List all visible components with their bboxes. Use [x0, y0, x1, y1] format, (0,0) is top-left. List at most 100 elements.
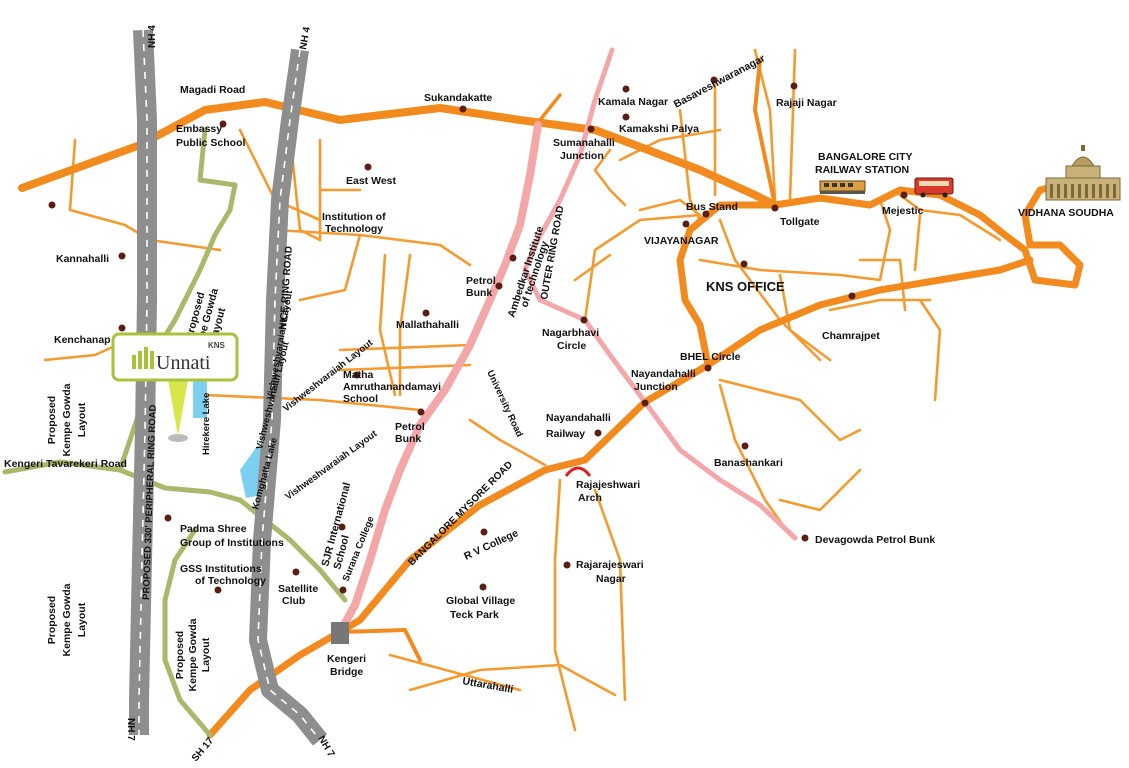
marker-petrol-bunk-1 [495, 282, 503, 290]
label-bhel-circle: BHEL Circle [680, 351, 741, 363]
label-chamrajpet: Chamrajpet [822, 330, 880, 342]
outer-ring-road [336, 47, 798, 636]
label-petrol-bunk-1b: Bunk [466, 287, 492, 299]
label-kamala-nagar: Kamala Nagar [598, 96, 668, 108]
label-banashankari: Banashankari [714, 457, 783, 469]
logo-name: Unnati [156, 352, 211, 374]
label-rajarajeswari-1: Rajarajeswari [576, 559, 644, 571]
marker-kamala-nagar [622, 85, 630, 93]
proposed-roads [2, 127, 348, 738]
unnati-bars-icon [132, 347, 154, 369]
marker-west [48, 201, 56, 209]
label-kempe1-c: Layout [76, 402, 88, 437]
kengeri-bridge-shape [331, 622, 349, 644]
logo-prefix: KNS [208, 341, 226, 350]
marker-nagarbhavi [580, 316, 588, 324]
label-embassy-1: Embassy [176, 123, 222, 135]
label-rajajeshwari-2: Arch [578, 492, 602, 504]
label-matha-3: School [343, 393, 378, 405]
label-matha-2: Amruthanandamayi [343, 381, 441, 393]
label-university-road: University Road [484, 369, 525, 439]
label-padma-1: Padma Shree [180, 523, 247, 535]
label-kengeri-tavarekeri: Kengeri Tavarekeri Road [4, 458, 127, 470]
label-kempe2-b: Kempe Gowda [61, 583, 73, 656]
marker-east-west [364, 163, 372, 171]
arch-icon [564, 466, 592, 477]
label-nh4-left: NH 4 [147, 25, 158, 48]
marker-rajarajeswari [563, 561, 571, 569]
marker-rv-college [480, 528, 488, 536]
label-east-west-1: East West [346, 175, 396, 187]
hirekere-lake-shape [193, 380, 207, 418]
label-rajarajeswari-2: Nagar [596, 573, 626, 585]
label-kengeri-bridge-2: Bridge [330, 666, 363, 678]
marker-surana [339, 586, 347, 594]
label-station-1: BANGALORE CITY [818, 151, 913, 163]
major-roads [18, 58, 1084, 739]
label-kengeri-bridge-1: Kengeri [327, 653, 366, 665]
label-nayandahalli-r-2: Railway [546, 428, 585, 440]
marker-mejestic [900, 191, 908, 199]
label-sumanahalli-1: Sumanahalli [553, 137, 615, 149]
label-gss-1: GSS Institutions [180, 563, 262, 575]
label-satellite-2: Club [282, 595, 305, 607]
marker-tollgate [771, 204, 779, 212]
marker-petrol-bunk-2 [417, 408, 425, 416]
label-petrol-bunk-2a: Petrol [395, 421, 425, 433]
label-kenchanapura: Kenchanap [54, 334, 111, 346]
marker-basaveshwaranagar [710, 76, 718, 84]
label-kempe2-c: Layout [76, 602, 88, 637]
label-rajajeshwari-1: Rajajeshwari [576, 479, 640, 491]
marker-devagowda [801, 534, 809, 542]
label-hirekere-lake: Hirekere Lake [201, 393, 212, 455]
train-icon [819, 180, 866, 194]
label-nh7-left: NH 7 [125, 718, 136, 741]
marker-padma-shree [164, 514, 172, 522]
marker-sumanahalli [587, 125, 595, 133]
marker-vijayanagar [682, 220, 690, 228]
label-kamakshi-palya: Kamakshi Palya [619, 123, 699, 135]
unnati-logo: KNS Unnati [111, 332, 239, 382]
label-nh4-right: NH 4 [298, 26, 313, 51]
label-matha-1: Matha [343, 369, 373, 381]
marker-banashankari [741, 442, 749, 450]
label-uttarahalli: Uttarahalli [461, 675, 514, 696]
place-markers [48, 76, 908, 594]
marker-bhel-circle [704, 364, 712, 372]
vidhana-soudha-icon [1045, 145, 1121, 201]
label-bus-stand: Bus Stand [686, 201, 738, 213]
marker-kamakshi-palya [622, 113, 630, 121]
marker-matha-school [353, 371, 361, 379]
label-east-west-3: Technology [325, 223, 383, 235]
label-kempe1-b: Kempe Gowda [61, 383, 73, 456]
label-bangalore-mysore-road: BANGALORE MYSORE ROAD [406, 459, 515, 568]
label-rajaji-nagar: Rajaji Nagar [776, 97, 837, 109]
label-vijayanagar: VIJAYANAGAR [644, 235, 719, 247]
marker-sjr [338, 523, 346, 531]
marker-kns-office [740, 260, 748, 268]
label-nagarbhavi-1: Nagarbhavi [542, 327, 599, 339]
label-kns-office: KNS OFFICE [706, 279, 785, 294]
label-satellite-1: Satellite [278, 583, 318, 595]
marker-mallathahalli [422, 309, 430, 317]
label-nayandahalli-r-1: Nayandahalli [546, 412, 611, 424]
label-kempe2-a: Proposed [46, 596, 58, 644]
label-basaveshwaranagar: Basaveshwaranagar [672, 52, 767, 110]
label-kannahalli: Kannahalli [56, 253, 109, 265]
location-pin-icon [168, 380, 188, 442]
label-padma-2: Group of Institutions [180, 537, 284, 549]
label-nh7-right: NH 7 [315, 734, 336, 760]
label-sh17: SH 17 [190, 735, 217, 764]
grey-ring-roads [129, 29, 328, 746]
label-kempe3-b: Kempe Gowda [187, 618, 199, 691]
label-devagowda: Devagowda Petrol Bunk [815, 534, 935, 546]
label-station-2: RAILWAY STATION [815, 164, 909, 176]
label-mejestic: Mejestic [882, 205, 924, 217]
label-gss-2: of Technology [195, 575, 266, 587]
marker-satellite-club [292, 568, 300, 576]
marker-ambedkar [509, 254, 517, 262]
label-global-village-1: Global Village [446, 595, 515, 607]
label-rv-college: R V College [462, 527, 520, 563]
label-magadi-road: Magadi Road [180, 84, 245, 96]
marker-rajaji-nagar [790, 82, 798, 90]
